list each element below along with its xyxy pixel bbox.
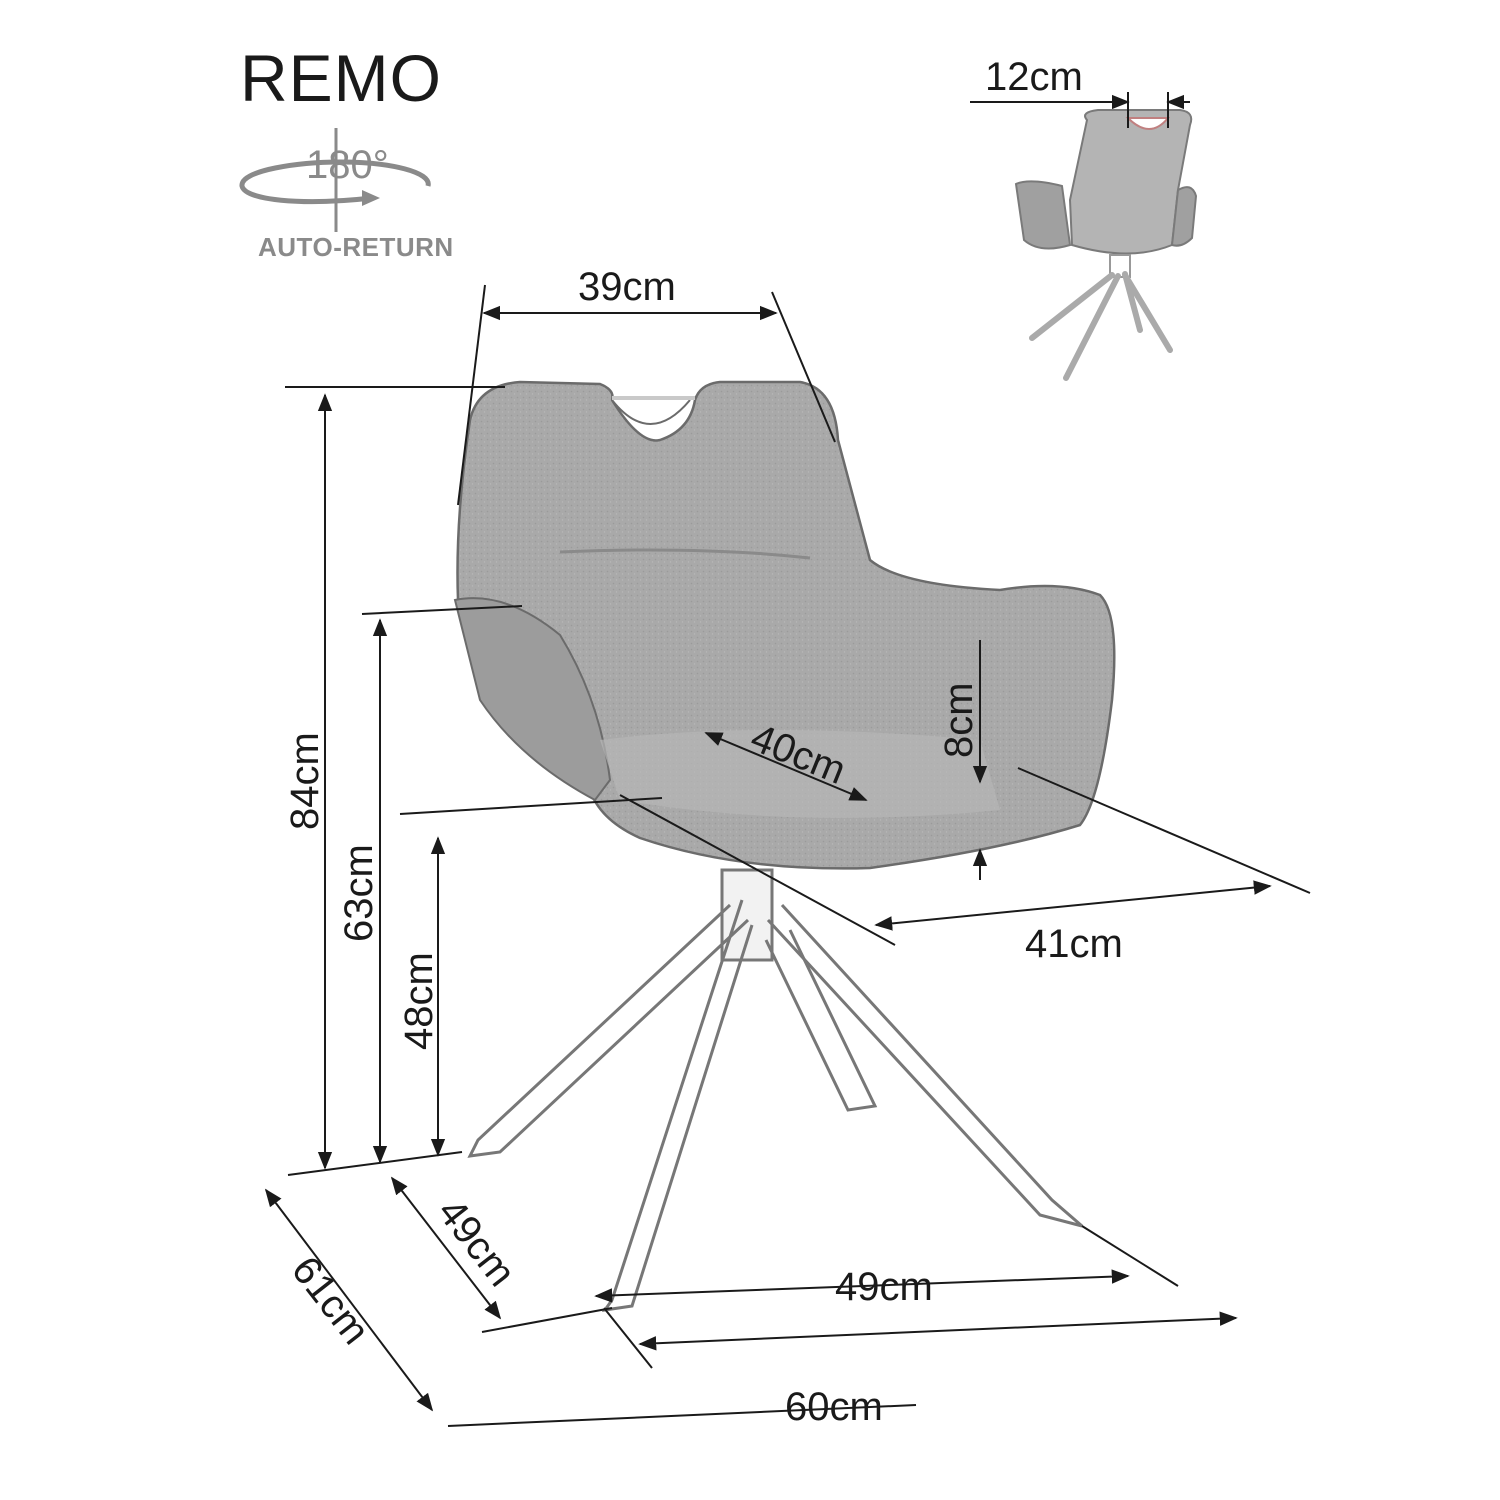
dim-leg-depth: 49cm: [390, 1176, 613, 1333]
dim-label-seat-height: 48cm: [397, 952, 441, 1050]
dim-label-seat-width: 41cm: [1025, 922, 1123, 966]
dim-seat-height: 48cm: [397, 797, 663, 1157]
dim-label-handle-width: 12cm: [985, 55, 1083, 99]
dim-handle-width: 12cm: [970, 55, 1190, 128]
dim-label-leg-width: 49cm: [835, 1265, 933, 1309]
chair-back-view: [1014, 109, 1198, 381]
dim-label-armrest-above-seat: 8cm: [937, 682, 981, 758]
dim-total-depth: 61cm: [264, 1188, 434, 1412]
dim-armrest-height: 63cm: [337, 605, 523, 1164]
dim-backrest-width: 39cm: [457, 265, 836, 506]
dim-total-width: 60cm: [447, 1307, 1238, 1429]
rotate-180-icon: 180°: [239, 128, 431, 232]
dim-label-total-height: 84cm: [283, 732, 327, 830]
dim-armrest-above-seat: 8cm: [937, 640, 988, 880]
auto-return-label: AUTO-RETURN: [258, 232, 454, 262]
dim-label-leg-depth: 49cm: [429, 1190, 524, 1294]
dim-label-total-width: 60cm: [785, 1385, 883, 1429]
dim-leg-width: 49cm: [594, 1225, 1179, 1309]
chair-main-view: [453, 380, 1116, 870]
dim-label-armrest-height: 63cm: [337, 844, 381, 942]
chair-legs: [467, 868, 1083, 1312]
dim-seat-width: 41cm: [619, 767, 1311, 966]
dim-total-height: 84cm: [283, 386, 505, 1170]
dim-label-backrest-width: 39cm: [578, 265, 676, 309]
dim-label-total-depth: 61cm: [283, 1248, 378, 1352]
product-title: REMO: [240, 41, 442, 115]
